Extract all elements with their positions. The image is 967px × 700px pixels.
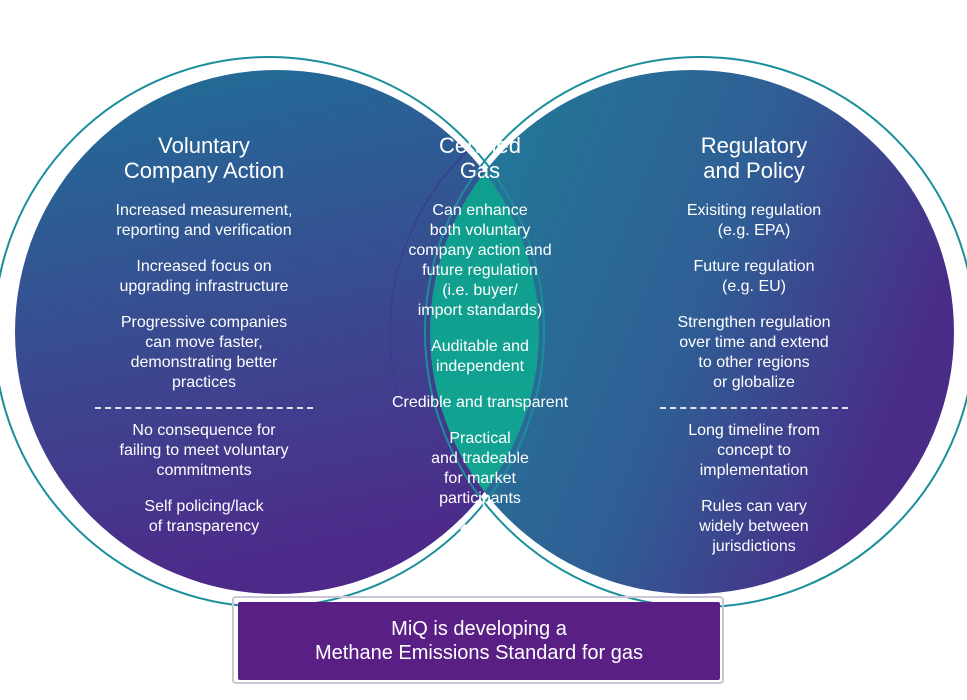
- item-line: practices: [171, 374, 237, 391]
- item-line: (i.e. buyer/: [442, 282, 518, 299]
- item-line: participants: [439, 490, 521, 507]
- item-line: over time and extend: [679, 334, 829, 351]
- item-line: Rules can vary: [701, 498, 807, 515]
- item-line: company action and: [408, 242, 552, 259]
- list-item: Increased focus on upgrading infrastruct…: [82, 257, 326, 297]
- banner-line: Methane Emissions Standard for gas: [315, 642, 643, 664]
- item-line: Practical: [449, 430, 511, 447]
- item-line: failing to meet voluntary: [119, 442, 289, 459]
- list-item: No consequence for failing to meet volun…: [82, 421, 326, 481]
- dashed-divider: [95, 407, 313, 409]
- list-item: Long timeline from concept to implementa…: [640, 421, 868, 481]
- list-item: Strengthen regulation over time and exte…: [640, 313, 868, 393]
- banner-frame: [232, 596, 724, 684]
- item-line: upgrading infrastructure: [119, 278, 289, 295]
- item-line: independent: [435, 358, 525, 375]
- chevron-down-icon: [460, 524, 504, 551]
- item-line: to other regions: [698, 354, 810, 371]
- list-item: Future regulation (e.g. EU): [640, 257, 868, 297]
- item-line: Increased measurement,: [115, 202, 293, 219]
- list-item: Can enhance both voluntary company actio…: [365, 201, 595, 321]
- voluntary-title: Voluntary Company Action: [82, 133, 326, 183]
- title-line: Certified: [439, 133, 521, 158]
- item-line: can move faster,: [145, 334, 263, 351]
- regulatory-title: Regulatory and Policy: [640, 133, 868, 183]
- item-line: (e.g. EU): [721, 278, 786, 295]
- item-line: Can enhance: [432, 202, 528, 219]
- dashed-divider: [660, 407, 848, 409]
- item-line: for market: [443, 470, 516, 487]
- item-line: import standards): [417, 302, 543, 319]
- voluntary-company-action-column: Voluntary Company Action Increased measu…: [82, 133, 326, 537]
- item-line: Progressive companies: [120, 314, 288, 331]
- item-line: Credible and transparent: [391, 394, 569, 411]
- list-item: Practical and tradeable for market parti…: [365, 429, 595, 509]
- banner-line: MiQ is developing a: [391, 618, 567, 640]
- title-line: Gas: [459, 158, 501, 183]
- item-line: Strengthen regulation: [677, 314, 831, 331]
- item-line: Exisiting regulation: [686, 202, 822, 219]
- item-line: future regulation: [422, 262, 538, 279]
- list-item: Exisiting regulation (e.g. EPA): [640, 201, 868, 241]
- list-item: Self policing/lack of transparency: [82, 497, 326, 537]
- title-line: Regulatory: [700, 133, 808, 158]
- title-line: and Policy: [703, 158, 805, 183]
- left-circle: [15, 70, 539, 594]
- list-item: Increased measurement, reporting and ver…: [82, 201, 326, 241]
- list-item: Auditable and independent: [365, 337, 595, 377]
- certified-gas-title: Certified Gas: [365, 133, 595, 183]
- item-line: concept to: [717, 442, 791, 459]
- item-line: (e.g. EPA): [717, 222, 791, 239]
- item-line: Auditable and: [431, 338, 529, 355]
- item-line: commitments: [156, 462, 252, 479]
- list-item: Progressive companies can move faster, d…: [82, 313, 326, 393]
- item-line: or globalize: [713, 374, 795, 391]
- item-line: jurisdictions: [712, 538, 796, 555]
- miq-standard-banner: MiQ is developing a Methane Emissions St…: [238, 602, 720, 680]
- item-line: reporting and verification: [116, 222, 292, 239]
- regulatory-policy-column: Regulatory and Policy Exisiting regulati…: [640, 133, 868, 557]
- right-circle: [430, 70, 954, 594]
- list-item: Rules can vary widely between jurisdicti…: [640, 497, 868, 557]
- item-line: Self policing/lack: [144, 498, 264, 515]
- list-item: Credible and transparent: [365, 393, 595, 413]
- item-line: implementation: [699, 462, 809, 479]
- item-line: and tradeable: [431, 450, 529, 467]
- certified-gas-column: Certified Gas Can enhance both voluntary…: [365, 133, 595, 509]
- title-line: Voluntary: [158, 133, 250, 158]
- item-line: No consequence for: [132, 422, 276, 439]
- item-line: Future regulation: [693, 258, 815, 275]
- item-line: demonstrating better: [130, 354, 278, 371]
- item-line: Long timeline from: [688, 422, 820, 439]
- item-line: of transparency: [148, 518, 260, 535]
- inner-left-outline: [389, 81, 539, 583]
- title-line: Company Action: [123, 158, 285, 183]
- item-line: Increased focus on: [136, 258, 272, 275]
- item-line: both voluntary: [429, 222, 531, 239]
- item-line: widely between: [699, 518, 809, 535]
